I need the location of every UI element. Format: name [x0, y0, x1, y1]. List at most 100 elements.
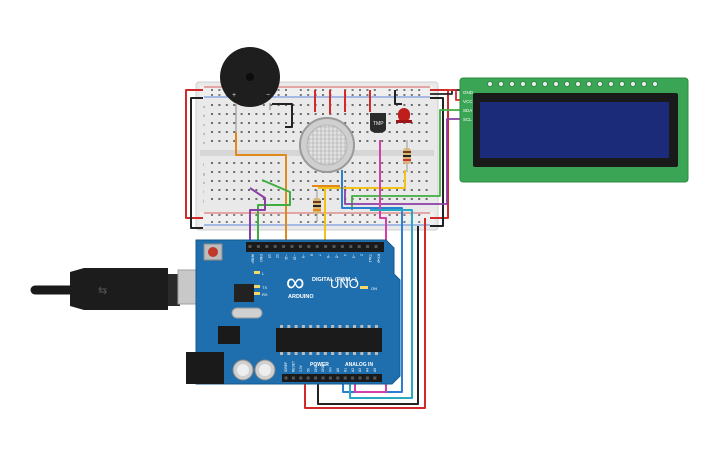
digital-pin-label: 12	[276, 254, 280, 258]
terminal-hole	[366, 122, 369, 124]
terminal-hole	[351, 113, 354, 115]
header-socket[interactable]	[291, 376, 295, 380]
wire-lcd-gnd	[430, 89, 462, 95]
header-socket[interactable]	[298, 245, 302, 248]
rail-hole	[277, 221, 280, 223]
header-socket[interactable]	[343, 376, 347, 380]
wire-purple-signal	[249, 187, 266, 250]
header-socket[interactable]	[336, 376, 340, 380]
terminal-hole	[262, 189, 265, 191]
header-socket[interactable]	[349, 245, 353, 248]
arduino-model: UNO	[330, 276, 359, 291]
terminal-hole	[233, 180, 236, 182]
lcd-hole	[651, 80, 659, 88]
analog-pin-label: A1	[343, 368, 347, 372]
header-socket[interactable]	[256, 245, 260, 248]
piezo-buzzer: + −	[220, 47, 280, 132]
terminal-hole	[270, 162, 273, 164]
terminal-hole	[314, 180, 317, 182]
chip-pin	[280, 352, 283, 355]
terminal-hole	[233, 162, 236, 164]
header-socket[interactable]	[351, 376, 355, 380]
terminal-hole	[388, 131, 391, 133]
header-socket[interactable]	[332, 245, 336, 248]
rail-hole	[373, 221, 376, 223]
rail-hole	[410, 89, 413, 91]
rail-hole	[299, 89, 302, 91]
chip-pin	[345, 352, 349, 355]
tx-led-label: TX	[262, 285, 267, 290]
chip-pin	[353, 352, 356, 355]
terminal-hole	[299, 122, 302, 124]
chip-pin	[374, 325, 378, 328]
wire-red-left-rail	[185, 89, 203, 219]
terminal-hole	[218, 122, 221, 124]
terminal-hole	[248, 140, 250, 142]
arduino-infinity-logo: ∞	[286, 267, 305, 297]
terminal-hole	[425, 180, 428, 182]
header-socket[interactable]	[248, 245, 252, 248]
terminal-hole	[255, 171, 258, 173]
terminal-hole	[396, 140, 398, 142]
digital-pin-label: TX▸1	[368, 254, 372, 262]
header-socket[interactable]	[290, 245, 294, 248]
terminal-hole	[262, 113, 265, 115]
digital-pin-label: 13	[267, 254, 271, 258]
header-socket[interactable]	[315, 245, 319, 248]
terminal-hole	[388, 180, 391, 182]
header-socket[interactable]	[321, 376, 325, 380]
terminal-hole	[425, 171, 428, 173]
header-socket[interactable]	[324, 245, 328, 248]
l-led-label: L	[262, 271, 265, 276]
terminal-hole	[403, 189, 406, 191]
header-socket[interactable]	[374, 245, 378, 248]
rail-hole	[351, 89, 354, 91]
terminal-hole	[322, 189, 324, 191]
terminal-hole	[255, 131, 258, 133]
header-socket[interactable]	[366, 245, 370, 248]
terminal-hole	[218, 131, 221, 133]
row-letter-b: b	[203, 113, 206, 118]
terminal-hole	[292, 198, 295, 200]
header-socket[interactable]	[282, 245, 286, 248]
terminal-hole	[373, 171, 376, 173]
analog-label: ANALOG IN	[345, 362, 373, 368]
terminal-hole	[299, 198, 302, 200]
header-socket[interactable]	[358, 376, 362, 380]
terminal-hole	[292, 180, 295, 182]
header-socket[interactable]	[373, 376, 377, 380]
header-socket[interactable]	[299, 376, 303, 380]
header-socket[interactable]	[273, 245, 277, 248]
rail-hole	[351, 94, 354, 96]
header-socket[interactable]	[340, 245, 344, 248]
header-socket[interactable]	[357, 245, 361, 248]
terminal-hole	[314, 171, 317, 173]
header-socket[interactable]	[314, 376, 318, 380]
terminal-hole	[248, 113, 250, 115]
header-socket[interactable]	[265, 245, 269, 248]
terminal-hole	[336, 180, 339, 182]
rail-hole	[322, 89, 324, 91]
terminal-hole	[211, 162, 213, 164]
terminal-hole	[418, 131, 421, 133]
wire-black-led-gnd	[394, 90, 402, 105]
header-socket[interactable]	[306, 376, 310, 380]
terminal-hole	[233, 198, 236, 200]
terminal-hole	[344, 171, 347, 173]
header-socket[interactable]	[307, 245, 311, 248]
chip-pin	[301, 325, 305, 328]
rail-hole	[225, 214, 228, 216]
terminal-hole	[373, 104, 376, 106]
header-socket[interactable]	[328, 376, 332, 380]
digital-pin-label: ~11	[284, 254, 288, 260]
terminal-hole	[351, 189, 354, 191]
chip-pin	[316, 325, 320, 328]
rail-hole	[403, 94, 406, 96]
analog-pin-label: 5V	[306, 367, 310, 372]
lcd-pin-gnd: GND	[463, 90, 474, 95]
header-socket[interactable]	[365, 376, 369, 380]
rail-hole	[262, 214, 265, 216]
terminal-hole	[299, 113, 302, 115]
header-socket[interactable]	[284, 376, 288, 380]
